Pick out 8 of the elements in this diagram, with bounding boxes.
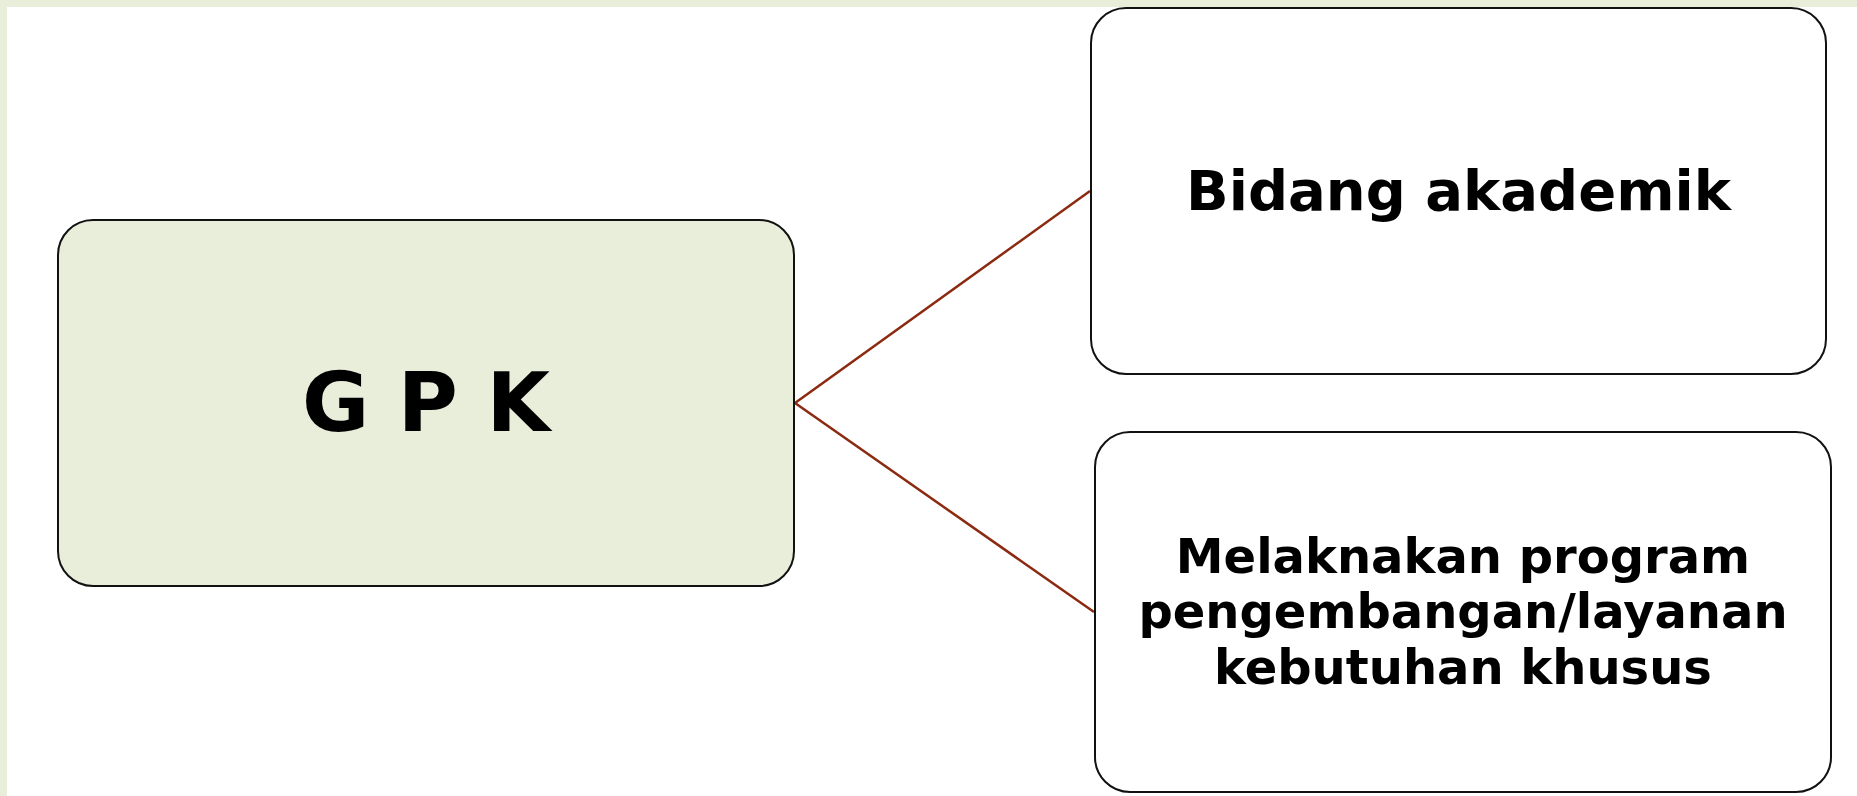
box-label: Bidang akademik <box>1186 158 1731 224</box>
box-label: G P K <box>301 355 550 451</box>
rounded-box <box>1094 431 1832 793</box>
rounded-box <box>57 219 795 587</box>
box-label: Melaknakan program pengembangan/layanan kebutuhan khusus <box>1137 529 1789 695</box>
connector-line <box>794 401 1095 614</box>
rounded-box <box>1090 7 1827 375</box>
connector-line <box>794 190 1091 404</box>
